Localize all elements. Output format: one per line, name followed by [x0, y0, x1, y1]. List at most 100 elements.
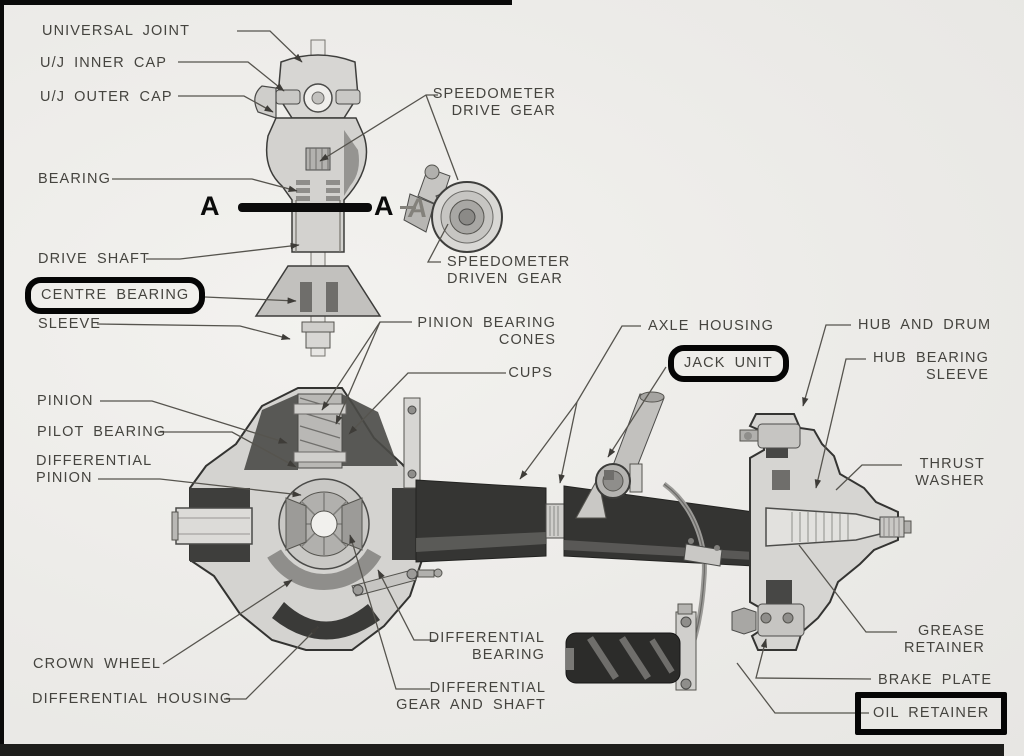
ghost-section-dash: [400, 206, 416, 209]
propeller-shaft-drawing: [254, 39, 382, 357]
speedometer-drive-gear-part: [305, 147, 331, 171]
jack-unit-drawing: [565, 391, 723, 691]
leader-uj-outer-cap: [178, 95, 274, 113]
leader-hub-and-drum: [802, 324, 851, 407]
label-text: CROWN WHEEL: [33, 656, 162, 672]
scan-edge-left: [0, 0, 4, 756]
label-text: JACK UNIT: [684, 355, 773, 371]
label-text: CENTRE BEARING: [41, 287, 190, 303]
leader-speedometer-drive-gear: [425, 94, 459, 181]
label-text: DRIVE SHAFT: [38, 251, 150, 267]
leader-axle-housing: [558, 401, 578, 484]
leader-hub-bearing-sleeve: [814, 358, 866, 489]
leader-pinion-bearing-cones: [335, 321, 381, 425]
leader-brake-plate: [755, 638, 872, 680]
label-axle-housing: AXLE HOUSING: [648, 318, 774, 335]
hub-and-drum-drawing: [731, 413, 912, 651]
label-text: SLEEVE: [38, 316, 102, 332]
leader-pilot-bearing: [158, 431, 297, 468]
differential-drawing: [171, 387, 443, 651]
leader-thrust-washer: [835, 464, 902, 491]
label-text: HUB BEARING: [872, 350, 989, 366]
bracket-part: [403, 397, 421, 489]
label-differential-housing: DIFFERENTIAL HOUSING: [32, 691, 232, 708]
uj-cap-right-part: [335, 89, 361, 105]
label-hub-and-drum: HUB AND DRUM: [858, 317, 991, 334]
label-text: GREASE: [917, 623, 985, 639]
label-text: UNIVERSAL JOINT: [42, 23, 191, 39]
leader-differential-housing: [224, 626, 319, 700]
label-text: CONES: [498, 332, 556, 348]
scan-edge-top: [0, 0, 512, 5]
label-uj-inner-cap: U/J INNER CAP: [40, 55, 167, 72]
leader-differential-gear-and-shaft: [349, 534, 430, 690]
label-oil-retainer: OIL RETAINER: [855, 692, 1008, 735]
leader-sleeve: [96, 323, 291, 341]
label-text: DRIVE GEAR: [451, 103, 556, 119]
leader-differential-bearing: [377, 569, 436, 641]
leader-uj-inner-cap: [178, 61, 285, 92]
leader-oil-retainer: [736, 662, 869, 714]
leader-crown-wheel: [162, 579, 293, 665]
speedometer-driven-gear-part: [403, 164, 503, 253]
label-text: BEARING: [472, 647, 545, 663]
label-text: DIFFERENTIAL HOUSING: [32, 691, 233, 707]
label-pinion: PINION: [37, 393, 94, 410]
pinion-bearing-cup-part: [293, 451, 347, 463]
adjuster-part: [757, 603, 805, 637]
crown-wheel-part: [258, 458, 390, 590]
leader-jack-unit: [607, 366, 667, 458]
label-text: BRAKE PLATE: [878, 672, 993, 688]
label-text: SLEEVE: [925, 367, 989, 383]
label-text: PINION: [37, 393, 94, 409]
label-text: PILOT BEARING: [37, 424, 167, 440]
label-drive-shaft: DRIVE SHAFT: [38, 251, 150, 268]
label-text: PINION BEARING: [417, 315, 556, 331]
label-crown-wheel: CROWN WHEEL: [33, 656, 161, 673]
leader-grease-retainer: [798, 544, 897, 633]
label-cups: CUPS: [508, 365, 553, 382]
scan-edge-bottom: [0, 744, 1004, 756]
label-text: HUB AND DRUM: [858, 317, 992, 333]
leader-universal-joint: [237, 30, 303, 63]
pinion-bearing-cone-part: [293, 403, 347, 415]
section-marker-a-left: A: [200, 191, 220, 221]
label-text: RETAINER: [903, 640, 985, 656]
label-text: DIFFERENTIAL: [429, 680, 546, 696]
label-text: U/J OUTER CAP: [40, 89, 173, 105]
label-jack-unit: JACK UNIT: [668, 345, 789, 382]
leader-cups: [348, 372, 506, 435]
label-pilot-bearing: PILOT BEARING: [37, 424, 166, 441]
axle-housing-drawing: [415, 479, 755, 567]
label-text: CUPS: [508, 365, 553, 381]
label-text: AXLE HOUSING: [648, 318, 774, 334]
leader-speedometer-driven-gear: [426, 223, 449, 263]
section-line-annotation: [238, 203, 372, 212]
shaft-housing-part: [265, 117, 368, 253]
leader-bearing: [112, 178, 298, 192]
label-text: PINION: [36, 470, 93, 486]
label-text: OIL RETAINER: [873, 705, 990, 721]
label-bearing: BEARING: [38, 171, 111, 188]
section-marker-a-right: A: [374, 191, 394, 221]
leader-centre-bearing: [204, 296, 297, 304]
label-text: U/J INNER CAP: [40, 55, 168, 71]
label-centre-bearing: CENTRE BEARING: [25, 277, 206, 314]
label-universal-joint: UNIVERSAL JOINT: [42, 23, 190, 40]
label-brake-plate: BRAKE PLATE: [878, 672, 992, 689]
differential-gear-part: [310, 510, 338, 538]
leader-differential-pinion: [98, 478, 302, 498]
label-text: DRIVEN GEAR: [447, 271, 564, 287]
hub-bearing-sleeve-part: [772, 470, 790, 490]
